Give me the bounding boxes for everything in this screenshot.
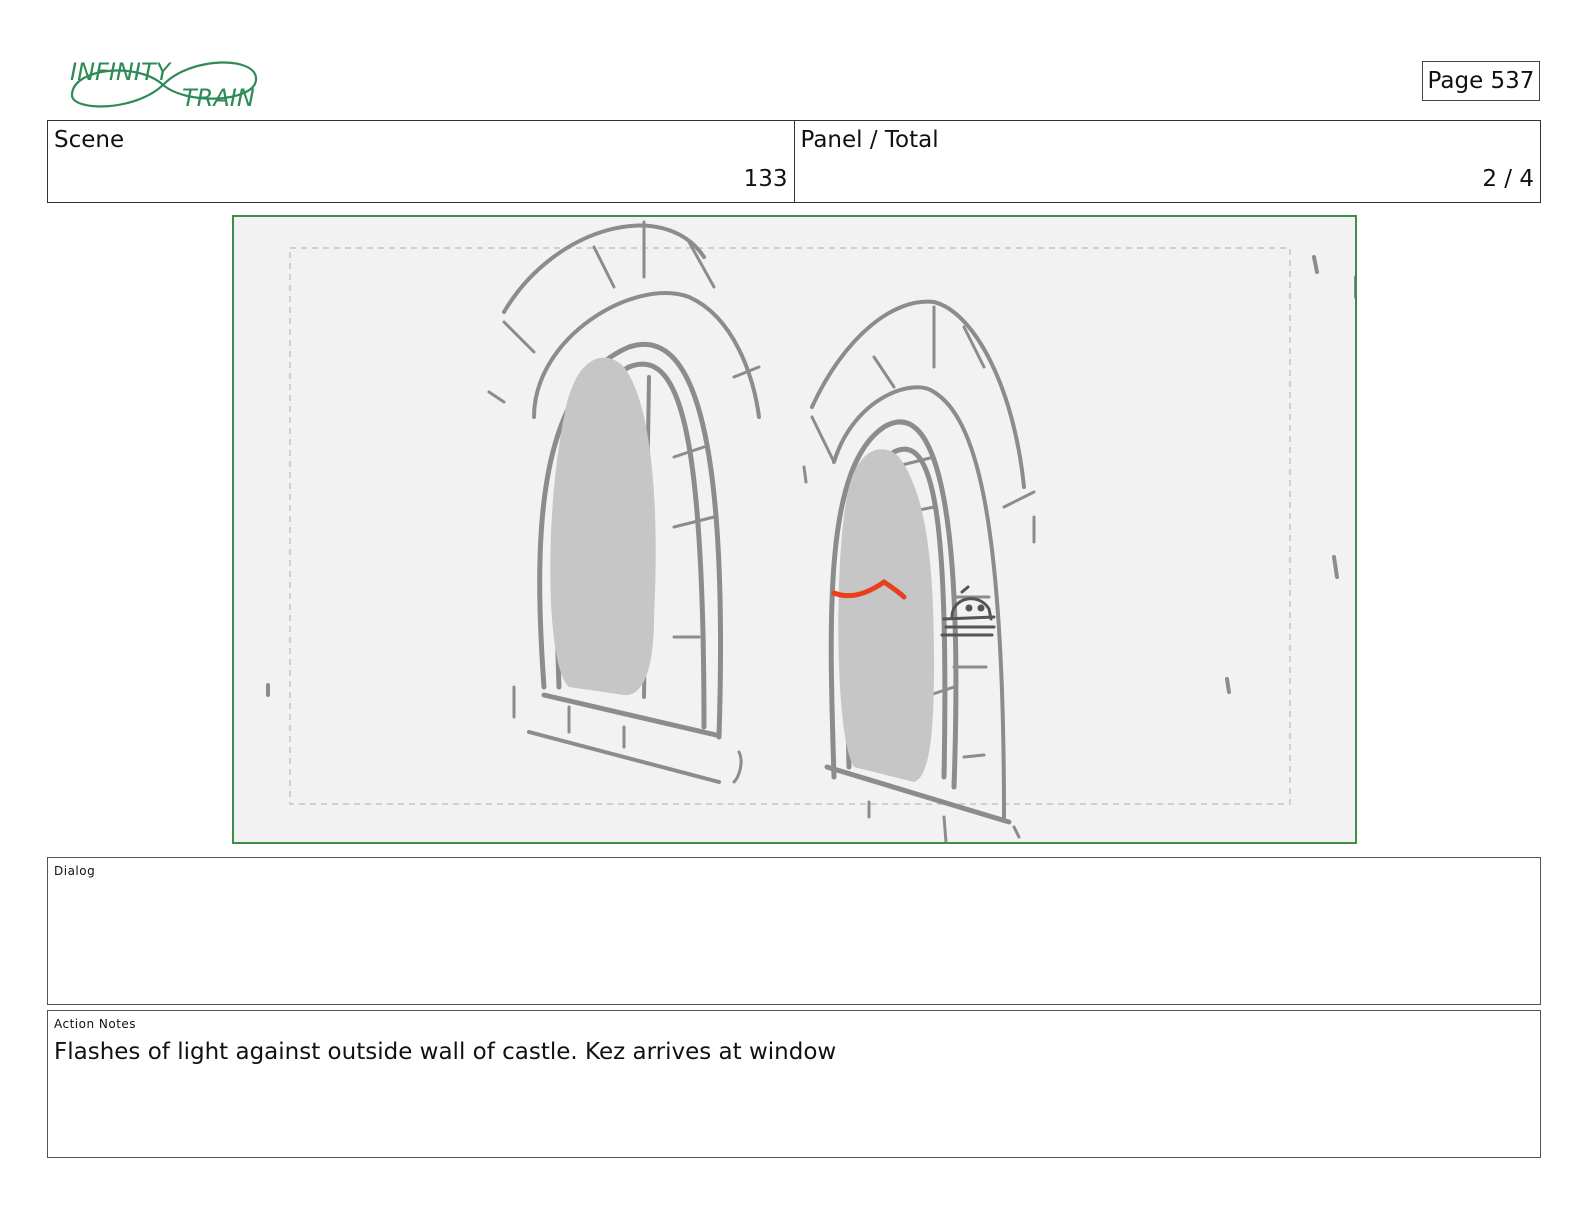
action-notes-box: Action Notes Flashes of light against ou… xyxy=(47,1010,1541,1158)
action-notes-label: Action Notes xyxy=(54,1017,137,1031)
dialog-label: Dialog xyxy=(54,864,96,878)
logo-text-line1: INFINITY xyxy=(70,58,173,86)
header-table: Scene 133 Panel / Total 2 / 4 xyxy=(47,120,1541,203)
light-flash-mark xyxy=(831,578,907,600)
infinity-train-logo: INFINITY TRAIN xyxy=(66,54,258,112)
infinity-train-logo-mark: INFINITY TRAIN xyxy=(70,58,258,112)
page-number: Page 537 xyxy=(1427,68,1535,94)
panel-sketch xyxy=(266,220,1355,842)
logo-text-line2: TRAIN xyxy=(182,84,255,112)
panel-total-value: 2 / 4 xyxy=(1482,166,1534,192)
scene-cell: Scene 133 xyxy=(48,121,794,202)
storyboard-panel xyxy=(232,215,1357,844)
dialog-box: Dialog xyxy=(47,857,1541,1005)
safe-area-guide xyxy=(289,247,1291,805)
panel-total-cell: Panel / Total 2 / 4 xyxy=(793,121,1541,202)
action-notes-text: Flashes of light against outside wall of… xyxy=(54,1039,837,1065)
scene-label: Scene xyxy=(54,127,125,153)
scene-value: 133 xyxy=(743,166,788,192)
edge-sketch-marks xyxy=(266,255,1355,697)
page-number-box: Page 537 xyxy=(1422,61,1540,101)
left-window-shadow xyxy=(550,357,656,696)
kez-character-sketch xyxy=(940,585,996,637)
panel-total-label: Panel / Total xyxy=(800,127,939,153)
right-window-shadow xyxy=(838,449,934,782)
